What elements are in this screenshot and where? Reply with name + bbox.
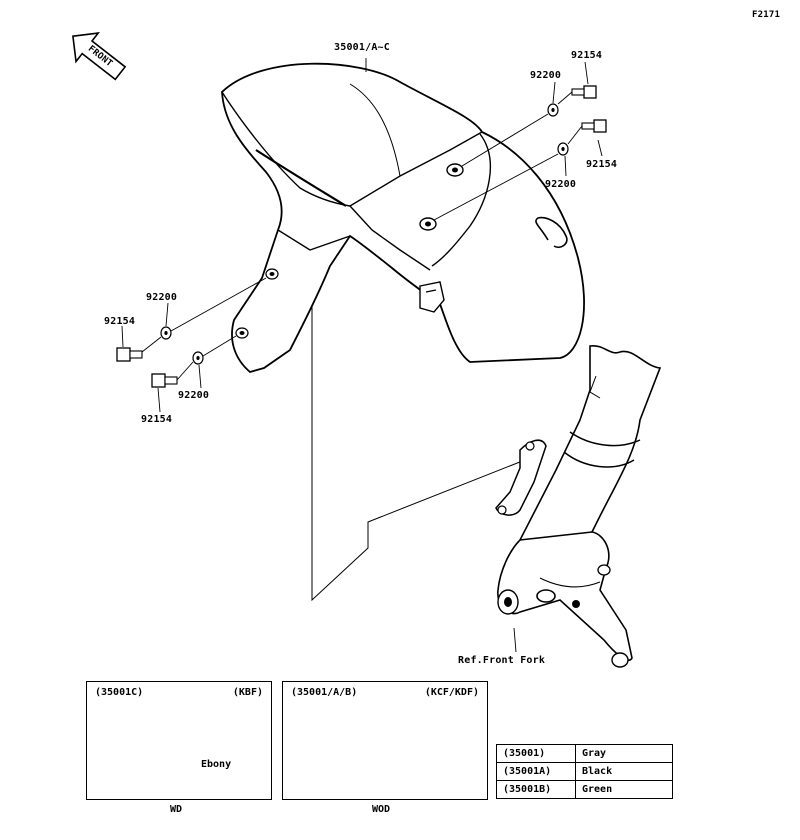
legend-part: (35001A) [496,762,576,781]
bolt-left-1-icon [116,347,143,362]
inset-variant-code: (KBF) [232,687,263,698]
figure-code: F2171 [752,10,781,20]
washer-top-right-2-icon [557,142,569,156]
inset-part-code: (35001C) [95,687,144,698]
variant-inset-wd: (35001C) (KBF) Ebony [86,681,272,800]
callout-washer-top-right-1: 92200 [530,70,562,81]
callout-bolt-left-2: 92154 [141,414,173,425]
front-fender [221,62,585,373]
color-legend-table: (35001) Gray (35001A) Black (35001B) Gre… [496,744,673,799]
legend-row: (35001) Gray [496,744,673,763]
legend-part: (35001) [496,744,576,763]
guide-outline [311,296,541,602]
callout-washer-left-1: 92200 [146,292,178,303]
callout-bolt-top-right-1: 92154 [571,50,603,61]
callout-fender-main: 35001/A~C [334,42,390,53]
front-fork [495,345,662,668]
front-direction-icon [72,32,127,81]
bolt-left-2-icon [151,373,178,388]
assembly-leader-lines [121,58,603,653]
legend-row: (35001B) Green [496,780,673,799]
inset-caption-wod: WOD [372,804,391,815]
legend-color: Gray [575,744,673,763]
callout-bolt-top-right-2: 92154 [586,159,618,170]
callout-washer-top-right-2: 92200 [545,179,577,190]
legend-color: Black [575,762,673,781]
inset-variant-code: (KCF/KDF) [424,687,479,698]
bolt-top-right-2-icon [581,119,607,133]
hook-clip [535,216,568,249]
bolt-top-right-1-icon [571,85,597,99]
variant-inset-wod: (35001/A/B) (KCF/KDF) [282,681,488,800]
inset-color-note: Ebony [201,759,232,770]
washer-left-2-icon [192,351,204,365]
legend-row: (35001A) Black [496,762,673,781]
legend-part: (35001B) [496,780,576,799]
washer-left-1-icon [160,326,172,340]
legend-color: Green [575,780,673,799]
reference-front-fork-label: Ref.Front Fork [458,655,546,666]
inset-part-code: (35001/A/B) [291,687,358,698]
inset-caption-wd: WD [170,804,183,815]
callout-bolt-left-1: 92154 [104,316,136,327]
callout-washer-left-2: 92200 [178,390,210,401]
washer-top-right-1-icon [547,103,559,117]
